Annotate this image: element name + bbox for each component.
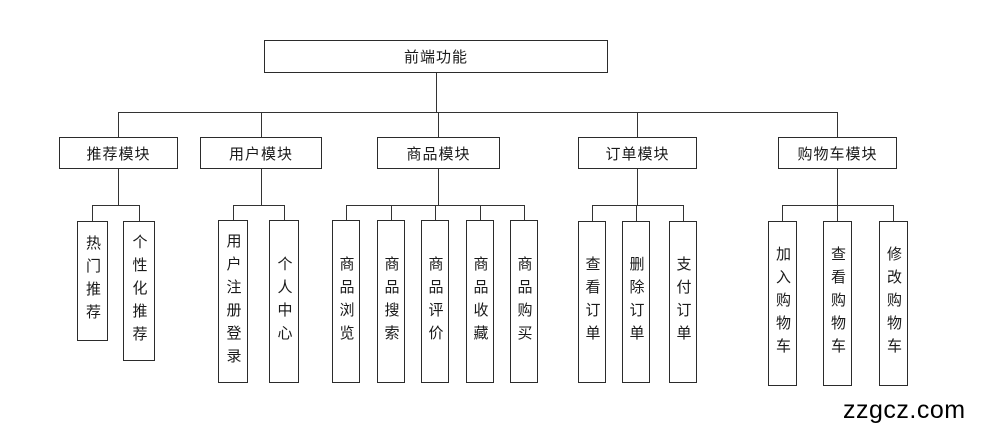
connector-drop-user-register-login bbox=[233, 205, 234, 220]
connector-bus-recommend bbox=[92, 205, 139, 206]
connector-drop-delete-order bbox=[636, 205, 637, 221]
root-node-label: 前端功能 bbox=[403, 49, 468, 66]
leaf-product-search: 商品搜索 bbox=[377, 220, 405, 383]
connector-drop-product-browse bbox=[346, 205, 347, 220]
leaf-hot-recommendation: 热门推荐 bbox=[77, 221, 108, 341]
leaf-user-register-login: 用户注册登录 bbox=[218, 220, 248, 383]
leaf-pay-order: 支付订单 bbox=[669, 221, 697, 383]
leaf-product-review: 商品评价 bbox=[421, 220, 449, 383]
leaf-product-purchase-label: 商品购买 bbox=[515, 255, 533, 348]
connector-drop-product-favorite bbox=[480, 205, 481, 220]
leaf-personalized-recommendation-label: 个性化推荐 bbox=[130, 233, 148, 349]
connector-drop-user bbox=[261, 112, 262, 137]
leaf-product-favorite: 商品收藏 bbox=[466, 220, 494, 383]
leaf-view-order-label: 查看订单 bbox=[583, 256, 601, 348]
module-order: 订单模块 bbox=[578, 137, 697, 169]
connector-drop-personalized-recommend bbox=[139, 205, 140, 221]
connector-stem-product bbox=[438, 169, 439, 205]
leaf-personal-center: 个人中心 bbox=[269, 220, 299, 383]
leaf-user-register-login-label: 用户注册登录 bbox=[224, 232, 242, 371]
connector-bus-order bbox=[592, 205, 683, 206]
connector-drop-pay-order bbox=[683, 205, 684, 221]
leaf-product-review-label: 商品评价 bbox=[426, 255, 444, 348]
connector-stem-recommend bbox=[118, 169, 119, 205]
connector-drop-personal-center bbox=[284, 205, 285, 220]
leaf-personalized-recommendation: 个性化推荐 bbox=[123, 221, 155, 361]
leaf-pay-order-label: 支付订单 bbox=[674, 256, 692, 348]
leaf-modify-cart: 修改购物车 bbox=[879, 221, 908, 386]
leaf-product-browse-label: 商品浏览 bbox=[337, 255, 355, 348]
module-order-label: 订单模块 bbox=[605, 145, 670, 163]
connector-drop-modify-cart bbox=[893, 205, 894, 221]
connector-drop-view-cart bbox=[837, 205, 838, 221]
leaf-personal-center-label: 个人中心 bbox=[275, 255, 293, 348]
leaf-product-browse: 商品浏览 bbox=[332, 220, 360, 383]
leaf-add-to-cart-label: 加入购物车 bbox=[774, 246, 791, 361]
connector-bus-cart bbox=[782, 205, 894, 206]
module-recommend: 推荐模块 bbox=[59, 137, 178, 169]
module-user: 用户模块 bbox=[200, 137, 322, 169]
connector-drop-product-review bbox=[435, 205, 436, 220]
connector-stem-order bbox=[637, 169, 638, 205]
connector-drop-view-order bbox=[592, 205, 593, 221]
module-product-label: 商品模块 bbox=[406, 145, 471, 163]
leaf-view-cart-label: 查看购物车 bbox=[829, 246, 846, 361]
connector-drop-product-purchase bbox=[524, 205, 525, 220]
leaf-view-cart: 查看购物车 bbox=[823, 221, 852, 386]
module-user-label: 用户模块 bbox=[228, 145, 293, 163]
connector-drop-add-to-cart bbox=[782, 205, 783, 221]
connector-stem-cart bbox=[837, 169, 838, 205]
watermark-text: zzgcz.com bbox=[843, 396, 966, 424]
connector-bus-user bbox=[233, 205, 284, 206]
connector-drop-hot-recommend bbox=[92, 205, 93, 221]
connector-drop-order bbox=[637, 112, 638, 137]
leaf-delete-order: 删除订单 bbox=[622, 221, 650, 383]
module-recommend-label: 推荐模块 bbox=[86, 145, 151, 163]
connector-drop-product-search bbox=[391, 205, 392, 220]
connector-stem-user bbox=[261, 169, 262, 205]
connector-root-stem bbox=[436, 73, 437, 112]
leaf-add-to-cart: 加入购物车 bbox=[768, 221, 797, 386]
connector-drop-product bbox=[438, 112, 439, 137]
module-cart-label: 购物车模块 bbox=[797, 145, 878, 163]
leaf-modify-cart-label: 修改购物车 bbox=[885, 246, 902, 361]
connector-level2-bus bbox=[118, 112, 838, 113]
leaf-product-search-label: 商品搜索 bbox=[382, 255, 400, 348]
module-product: 商品模块 bbox=[377, 137, 500, 169]
leaf-delete-order-label: 删除订单 bbox=[627, 256, 645, 348]
leaf-hot-recommendation-label: 热门推荐 bbox=[84, 235, 101, 327]
connector-drop-cart bbox=[837, 112, 838, 137]
leaf-product-favorite-label: 商品收藏 bbox=[471, 255, 489, 348]
leaf-product-purchase: 商品购买 bbox=[510, 220, 538, 383]
module-cart: 购物车模块 bbox=[778, 137, 897, 169]
root-node-frontend-functions: 前端功能 bbox=[264, 40, 608, 73]
leaf-view-order: 查看订单 bbox=[578, 221, 606, 383]
connector-drop-recommend bbox=[118, 112, 119, 137]
